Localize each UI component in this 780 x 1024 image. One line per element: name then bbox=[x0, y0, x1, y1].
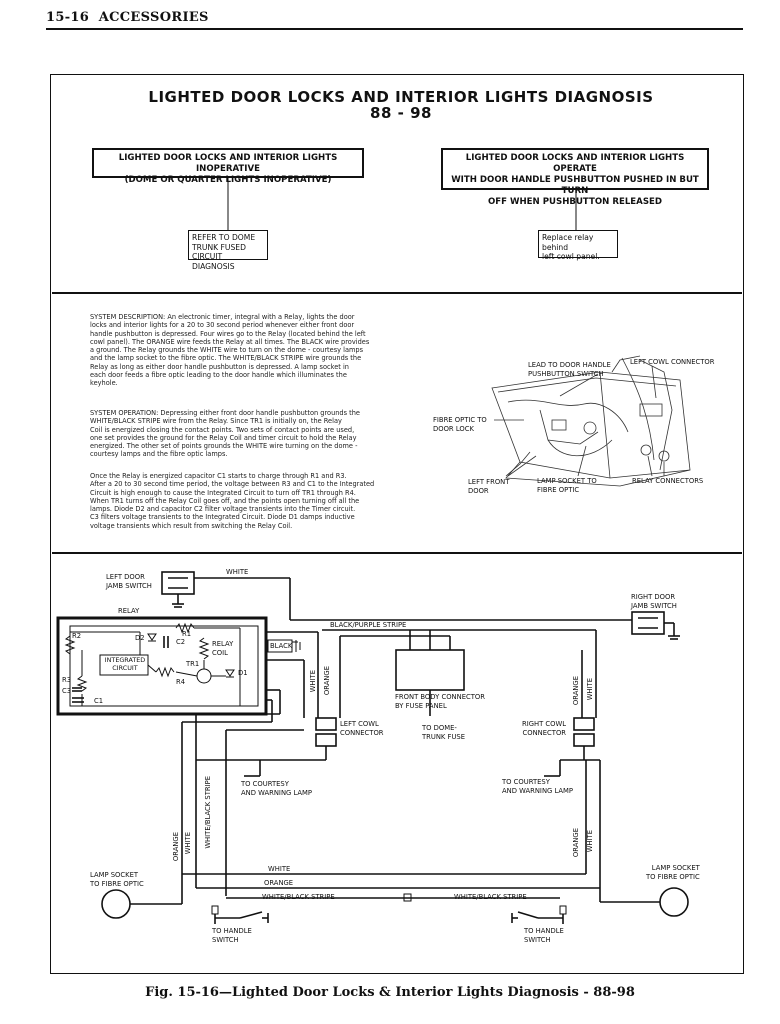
action-line: CIRCUIT DIAGNOSIS bbox=[192, 252, 235, 271]
label-relay-connectors: RELAY CONNECTORS bbox=[632, 477, 704, 485]
label-integrated-circuit: INTEGRATED CIRCUIT bbox=[104, 656, 146, 672]
label-white-v: WHITE bbox=[309, 670, 317, 693]
section-divider-1 bbox=[52, 292, 742, 294]
lamp-socket-right bbox=[659, 887, 689, 917]
condition-line: LIGHTED DOOR LOCKS AND INTERIOR LIGHTS I… bbox=[118, 153, 338, 174]
diagnosis-years: 88 - 98 bbox=[370, 104, 432, 122]
label-r4: R4 bbox=[176, 678, 186, 686]
label-to-dome-trunk: TO DOME- TRUNK FUSE bbox=[422, 724, 466, 741]
label-white-rv2: WHITE bbox=[586, 830, 594, 853]
condition-line: LIGHTED DOOR LOCKS AND INTERIOR LIGHTS O… bbox=[465, 153, 685, 174]
label-right-cowl-connector: RIGHT COWL CONNECTOR bbox=[522, 720, 567, 737]
label-d1: D1 bbox=[238, 669, 248, 677]
label-relay-coil: RELAY COIL bbox=[212, 640, 234, 657]
label-white-top: WHITE bbox=[226, 568, 249, 576]
label-lamp-socket-left: LAMP SOCKET TO FIBRE OPTIC bbox=[90, 871, 144, 888]
relay-module bbox=[56, 616, 268, 716]
label-to-courtesy-right: TO COURTESY AND WARNING LAMP bbox=[502, 778, 574, 795]
action-box-replace: Replace relay behind left cowl panel. bbox=[538, 230, 618, 261]
label-white-black-bottom-1: WHITE/BLACK STRIPE bbox=[262, 893, 335, 901]
label-c2: C2 bbox=[176, 638, 186, 646]
label-orange-rv: ORANGE bbox=[572, 676, 580, 706]
left-cowl-connector bbox=[315, 717, 337, 731]
label-orange-bottom: ORANGE bbox=[264, 879, 294, 887]
right-jamb-switch bbox=[631, 611, 665, 635]
left-jamb-switch bbox=[161, 571, 195, 595]
label-white-black-v: WHITE/BLACK STRIPE bbox=[204, 776, 212, 849]
right-handle-switch bbox=[559, 905, 567, 915]
resistor-r1 bbox=[175, 622, 195, 634]
front-body-connector bbox=[395, 649, 465, 691]
lamp-socket-left bbox=[101, 889, 131, 919]
label-right-door-jamb: RIGHT DOOR JAMB SWITCH bbox=[631, 593, 677, 610]
label-lead-to-door-handle: LEAD TO DOOR HANDLE PUSHBUTTON SWITCH bbox=[528, 361, 611, 378]
section-title: ACCESSORIES bbox=[98, 10, 209, 25]
condition-box-operate: LIGHTED DOOR LOCKS AND INTERIOR LIGHTS O… bbox=[441, 148, 709, 207]
label-left-door-jamb: LEFT DOOR JAMB SWITCH bbox=[106, 573, 152, 590]
label-to-handle-switch-right: TO HANDLE SWITCH bbox=[524, 927, 564, 944]
label-lamp-socket-right: LAMP SOCKET TO FIBRE OPTIC bbox=[646, 864, 700, 881]
label-orange-rv2: ORANGE bbox=[572, 828, 580, 858]
action-box-refer: REFER TO DOME TRUNK FUSED CIRCUIT DIAGNO… bbox=[188, 230, 268, 271]
transistor-tr1 bbox=[196, 668, 212, 684]
resistor-r3 bbox=[76, 675, 88, 692]
label-front-body-connector: FRONT BODY CONNECTOR BY FUSE PANEL bbox=[395, 693, 485, 710]
label-white-lv: WHITE bbox=[184, 832, 192, 855]
label-c3: C3 bbox=[62, 687, 72, 695]
label-left-front-door: LEFT FRONT DOOR bbox=[468, 478, 510, 495]
system-description: SYSTEM DESCRIPTION: An electronic timer,… bbox=[90, 313, 370, 388]
condition-line: WITH DOOR HANDLE PUSHBUTTON PUSHED IN BU… bbox=[451, 175, 699, 196]
action-line: Replace relay behind bbox=[542, 233, 594, 252]
action-line: TRUNK FUSED bbox=[192, 242, 246, 252]
label-relay: RELAY bbox=[118, 607, 140, 615]
resistor-r4 bbox=[155, 666, 175, 678]
label-tr1: TR1 bbox=[186, 660, 200, 668]
diode-d1 bbox=[225, 669, 235, 678]
label-orange-v: ORANGE bbox=[323, 666, 331, 696]
figure-frame bbox=[50, 74, 744, 974]
label-white-rv: WHITE bbox=[586, 678, 594, 701]
label-to-handle-switch-left: TO HANDLE SWITCH bbox=[212, 927, 252, 944]
system-operation: SYSTEM OPERATION: Depressing either fron… bbox=[90, 409, 360, 459]
label-c1: C1 bbox=[94, 697, 104, 705]
page-header: 15-16 ACCESSORIES bbox=[46, 10, 209, 25]
label-fibre-optic: FIBRE OPTIC TO DOOR LOCK bbox=[433, 416, 487, 433]
label-left-cowl-connector: LEFT COWL CONNECTOR bbox=[340, 720, 384, 737]
figure-caption: Fig. 15-16—Lighted Door Locks & Interior… bbox=[145, 985, 635, 1000]
page-number: 15-16 bbox=[46, 10, 90, 25]
action-line: left cowl panel. bbox=[542, 252, 600, 261]
resistor-r2 bbox=[64, 635, 76, 655]
section-divider-2 bbox=[52, 552, 742, 554]
condition-line: OFF WHEN PUSHBUTTON RELEASED bbox=[487, 197, 663, 207]
label-r3: R3 bbox=[62, 676, 72, 684]
timing-description: Once the Relay is energized capacitor C1… bbox=[90, 472, 375, 530]
right-cowl-connector bbox=[573, 717, 595, 731]
label-left-cowl-connector: LEFT COWL CONNECTOR bbox=[630, 358, 715, 366]
label-r2: R2 bbox=[72, 632, 82, 640]
label-black-purple: BLACK/PURPLE STRIPE bbox=[330, 621, 407, 629]
action-line: REFER TO DOME bbox=[192, 233, 256, 242]
label-to-courtesy-left: TO COURTESY AND WARNING LAMP bbox=[241, 780, 313, 797]
label-lamp-socket: LAMP SOCKET TO FIBRE OPTIC bbox=[537, 477, 597, 494]
label-d2: D2 bbox=[135, 634, 145, 642]
condition-line: (DOME OR QUARTER LIGHTS INOPERATIVE) bbox=[124, 175, 332, 185]
label-white-black-bottom-2: WHITE/BLACK STRIPE bbox=[454, 893, 527, 901]
diode-d2 bbox=[147, 633, 157, 642]
diagnosis-title: LIGHTED DOOR LOCKS AND INTERIOR LIGHTS D… bbox=[148, 88, 654, 106]
label-black: BLACK bbox=[270, 642, 293, 650]
label-r1: R1 bbox=[182, 630, 192, 638]
label-orange-lv: ORANGE bbox=[172, 832, 180, 862]
condition-box-inoperative: LIGHTED DOOR LOCKS AND INTERIOR LIGHTS I… bbox=[92, 148, 364, 185]
relay-coil bbox=[198, 637, 210, 660]
header-rule bbox=[46, 28, 743, 30]
label-white-bottom: WHITE bbox=[268, 865, 291, 873]
